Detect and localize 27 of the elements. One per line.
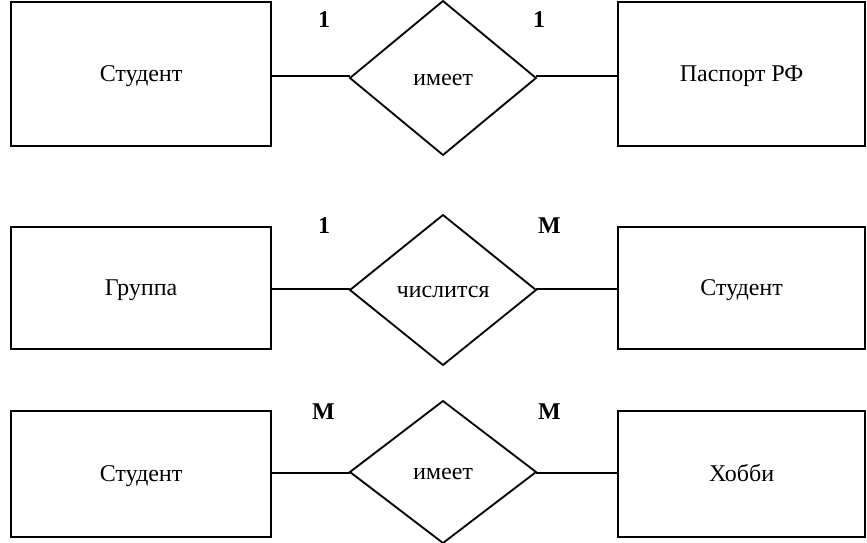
entity-box: [10, 410, 272, 538]
cardinality-label: 1: [533, 8, 545, 32]
entity-box: [617, 226, 866, 350]
entity-box: [617, 410, 866, 538]
node-label: Хобби: [708, 460, 774, 488]
connector-line: [536, 472, 617, 474]
cardinality-label: 1: [318, 214, 330, 238]
node-label: Студент: [700, 274, 783, 302]
entity-box: [10, 1, 272, 147]
cardinality-label: M: [538, 214, 561, 238]
connector-line: [536, 75, 617, 77]
node-label: Паспорт РФ: [680, 60, 804, 88]
entity-box: [617, 1, 866, 147]
node-label: имеет: [413, 64, 473, 92]
connector-line: [272, 75, 350, 77]
node-label: Студент: [100, 460, 182, 488]
connector-line: [536, 288, 617, 290]
cardinality-label: 1: [318, 8, 330, 32]
node-label: Студент: [100, 60, 182, 88]
connector-line: [272, 472, 350, 474]
node-label: Группа: [104, 274, 178, 302]
connector-line: [272, 288, 350, 290]
node-label: имеет: [413, 458, 473, 486]
node-label: числится: [396, 276, 490, 304]
cardinality-label: M: [312, 400, 335, 424]
cardinality-label: M: [538, 400, 561, 424]
entity-box: [10, 226, 272, 350]
